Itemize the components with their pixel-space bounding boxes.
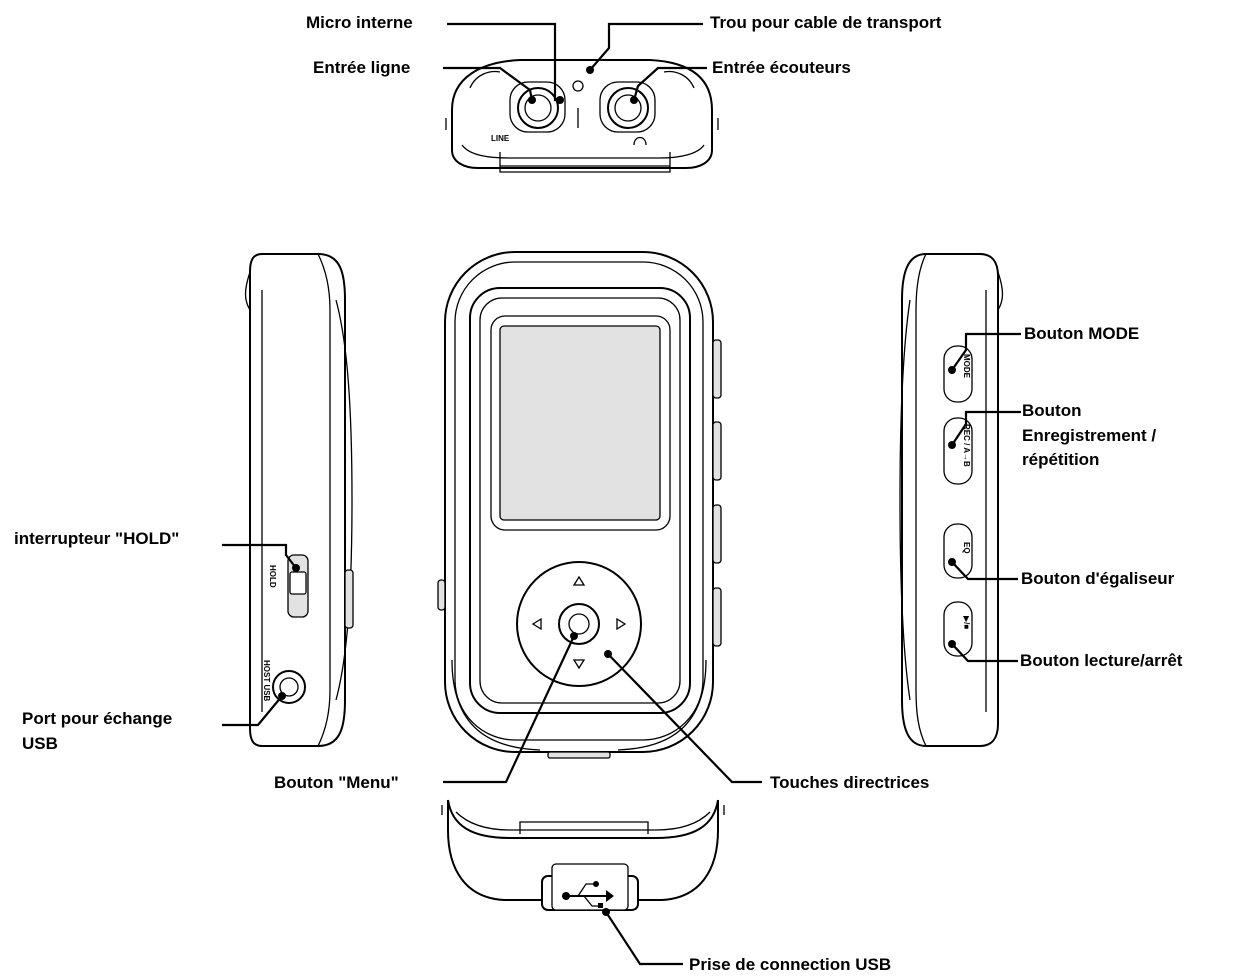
leader-lines bbox=[222, 22, 1021, 966]
bottom-view bbox=[441, 799, 725, 911]
label-bouton-egaliseur: Bouton d'égaliseur bbox=[1021, 569, 1175, 588]
label-entree-ecouteurs: Entrée écouteurs bbox=[712, 58, 851, 77]
label-bouton-lecture: Bouton lecture/arrêt bbox=[1020, 651, 1183, 670]
label-interrupteur-hold: interrupteur "HOLD" bbox=[14, 529, 179, 548]
front-view bbox=[437, 251, 722, 759]
label-touches-directrices: Touches directrices bbox=[770, 773, 929, 792]
mode-mark: MODE bbox=[962, 354, 971, 379]
play-mark: ▶/■ bbox=[962, 616, 971, 629]
label-bouton-enregistrement-3: répétition bbox=[1022, 450, 1099, 469]
line-mark: LINE bbox=[491, 134, 510, 143]
arrow-up-icon bbox=[572, 575, 586, 586]
label-bouton-enregistrement-2: Enregistrement / bbox=[1022, 426, 1156, 445]
host-usb-mark: HOST USB bbox=[262, 660, 271, 702]
hold-mark: HOLD bbox=[268, 565, 277, 588]
label-trou-cable: Trou pour cable de transport bbox=[710, 13, 942, 32]
rec-mark: REC / A→B bbox=[962, 424, 971, 467]
label-port-usb-2: USB bbox=[22, 734, 58, 753]
usb-icon bbox=[562, 881, 614, 908]
label-bouton-menu: Bouton "Menu" bbox=[274, 773, 399, 792]
labels: Micro interne Trou pour cable de transpo… bbox=[14, 13, 1183, 974]
eq-mark: EQ bbox=[962, 542, 971, 554]
arrow-left-icon bbox=[531, 617, 542, 631]
arrow-down-icon bbox=[572, 659, 586, 670]
label-entree-ligne: Entrée ligne bbox=[313, 58, 410, 77]
label-prise-usb: Prise de connection USB bbox=[689, 955, 891, 974]
label-bouton-mode: Bouton MODE bbox=[1024, 324, 1139, 343]
label-bouton-enregistrement-1: Bouton bbox=[1022, 401, 1081, 420]
arrow-right-icon bbox=[616, 617, 627, 631]
left-side-view: HOLD HOST USB bbox=[244, 253, 354, 747]
label-port-usb-1: Port pour échange bbox=[22, 709, 172, 728]
headphone-icon bbox=[633, 136, 647, 146]
top-view: LINE bbox=[445, 59, 719, 173]
label-micro-interne: Micro interne bbox=[306, 13, 413, 32]
right-side-view: MODE REC / A→B EQ ▶/■ bbox=[899, 253, 1004, 747]
